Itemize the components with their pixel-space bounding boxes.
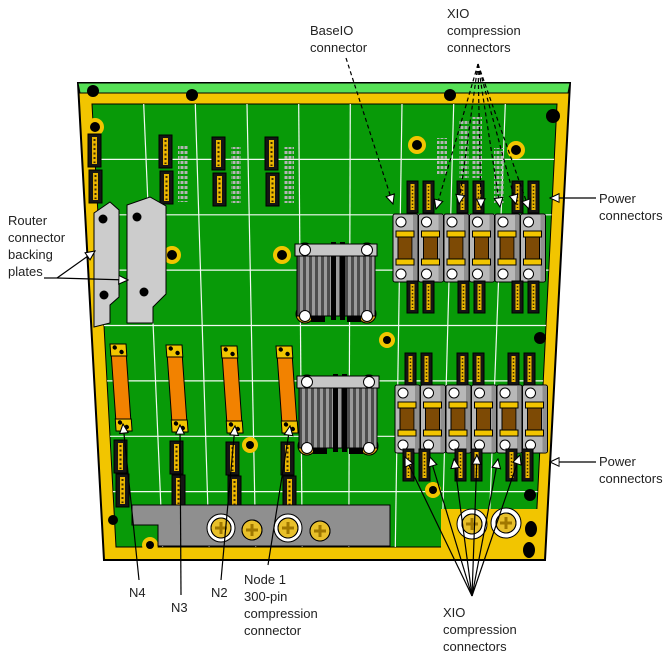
xio-compression-row-top bbox=[392, 213, 546, 283]
label-power-connectors-top: Power connectors bbox=[599, 191, 663, 223]
gold-ring-holes bbox=[86, 118, 525, 553]
heatsink-top bbox=[294, 241, 378, 324]
gold-plate bbox=[441, 507, 540, 559]
label-xio-compression-top: XIO compression connectors bbox=[447, 6, 521, 55]
stiffener-bar bbox=[131, 504, 391, 547]
label-node1-connector: Node 1 300-pin compression connector bbox=[244, 572, 318, 638]
heatsink-bottom bbox=[296, 373, 380, 456]
label-n2: N2 bbox=[211, 585, 228, 600]
callout-arrows bbox=[44, 57, 596, 597]
label-n4: N4 bbox=[129, 585, 146, 600]
label-router-backing-plates: Router connector backing plates bbox=[8, 213, 66, 279]
label-power-connectors-bottom: Power connectors bbox=[599, 454, 663, 486]
router-backing-plates bbox=[93, 196, 167, 328]
xio-bottom-arrows bbox=[405, 455, 520, 597]
router-plates-arrows bbox=[44, 251, 128, 280]
solder-pad-strips bbox=[178, 117, 504, 203]
label-n3: N3 bbox=[171, 600, 188, 615]
label-baseio-connector: BaseIO connector bbox=[310, 23, 368, 55]
baseio-arrow bbox=[345, 57, 393, 204]
xio-compression-row-bottom bbox=[394, 384, 548, 454]
node-arrows bbox=[123, 424, 290, 596]
xio-top-arrows bbox=[436, 63, 529, 209]
label-xio-compression-bottom: XIO compression connectors bbox=[443, 605, 517, 654]
